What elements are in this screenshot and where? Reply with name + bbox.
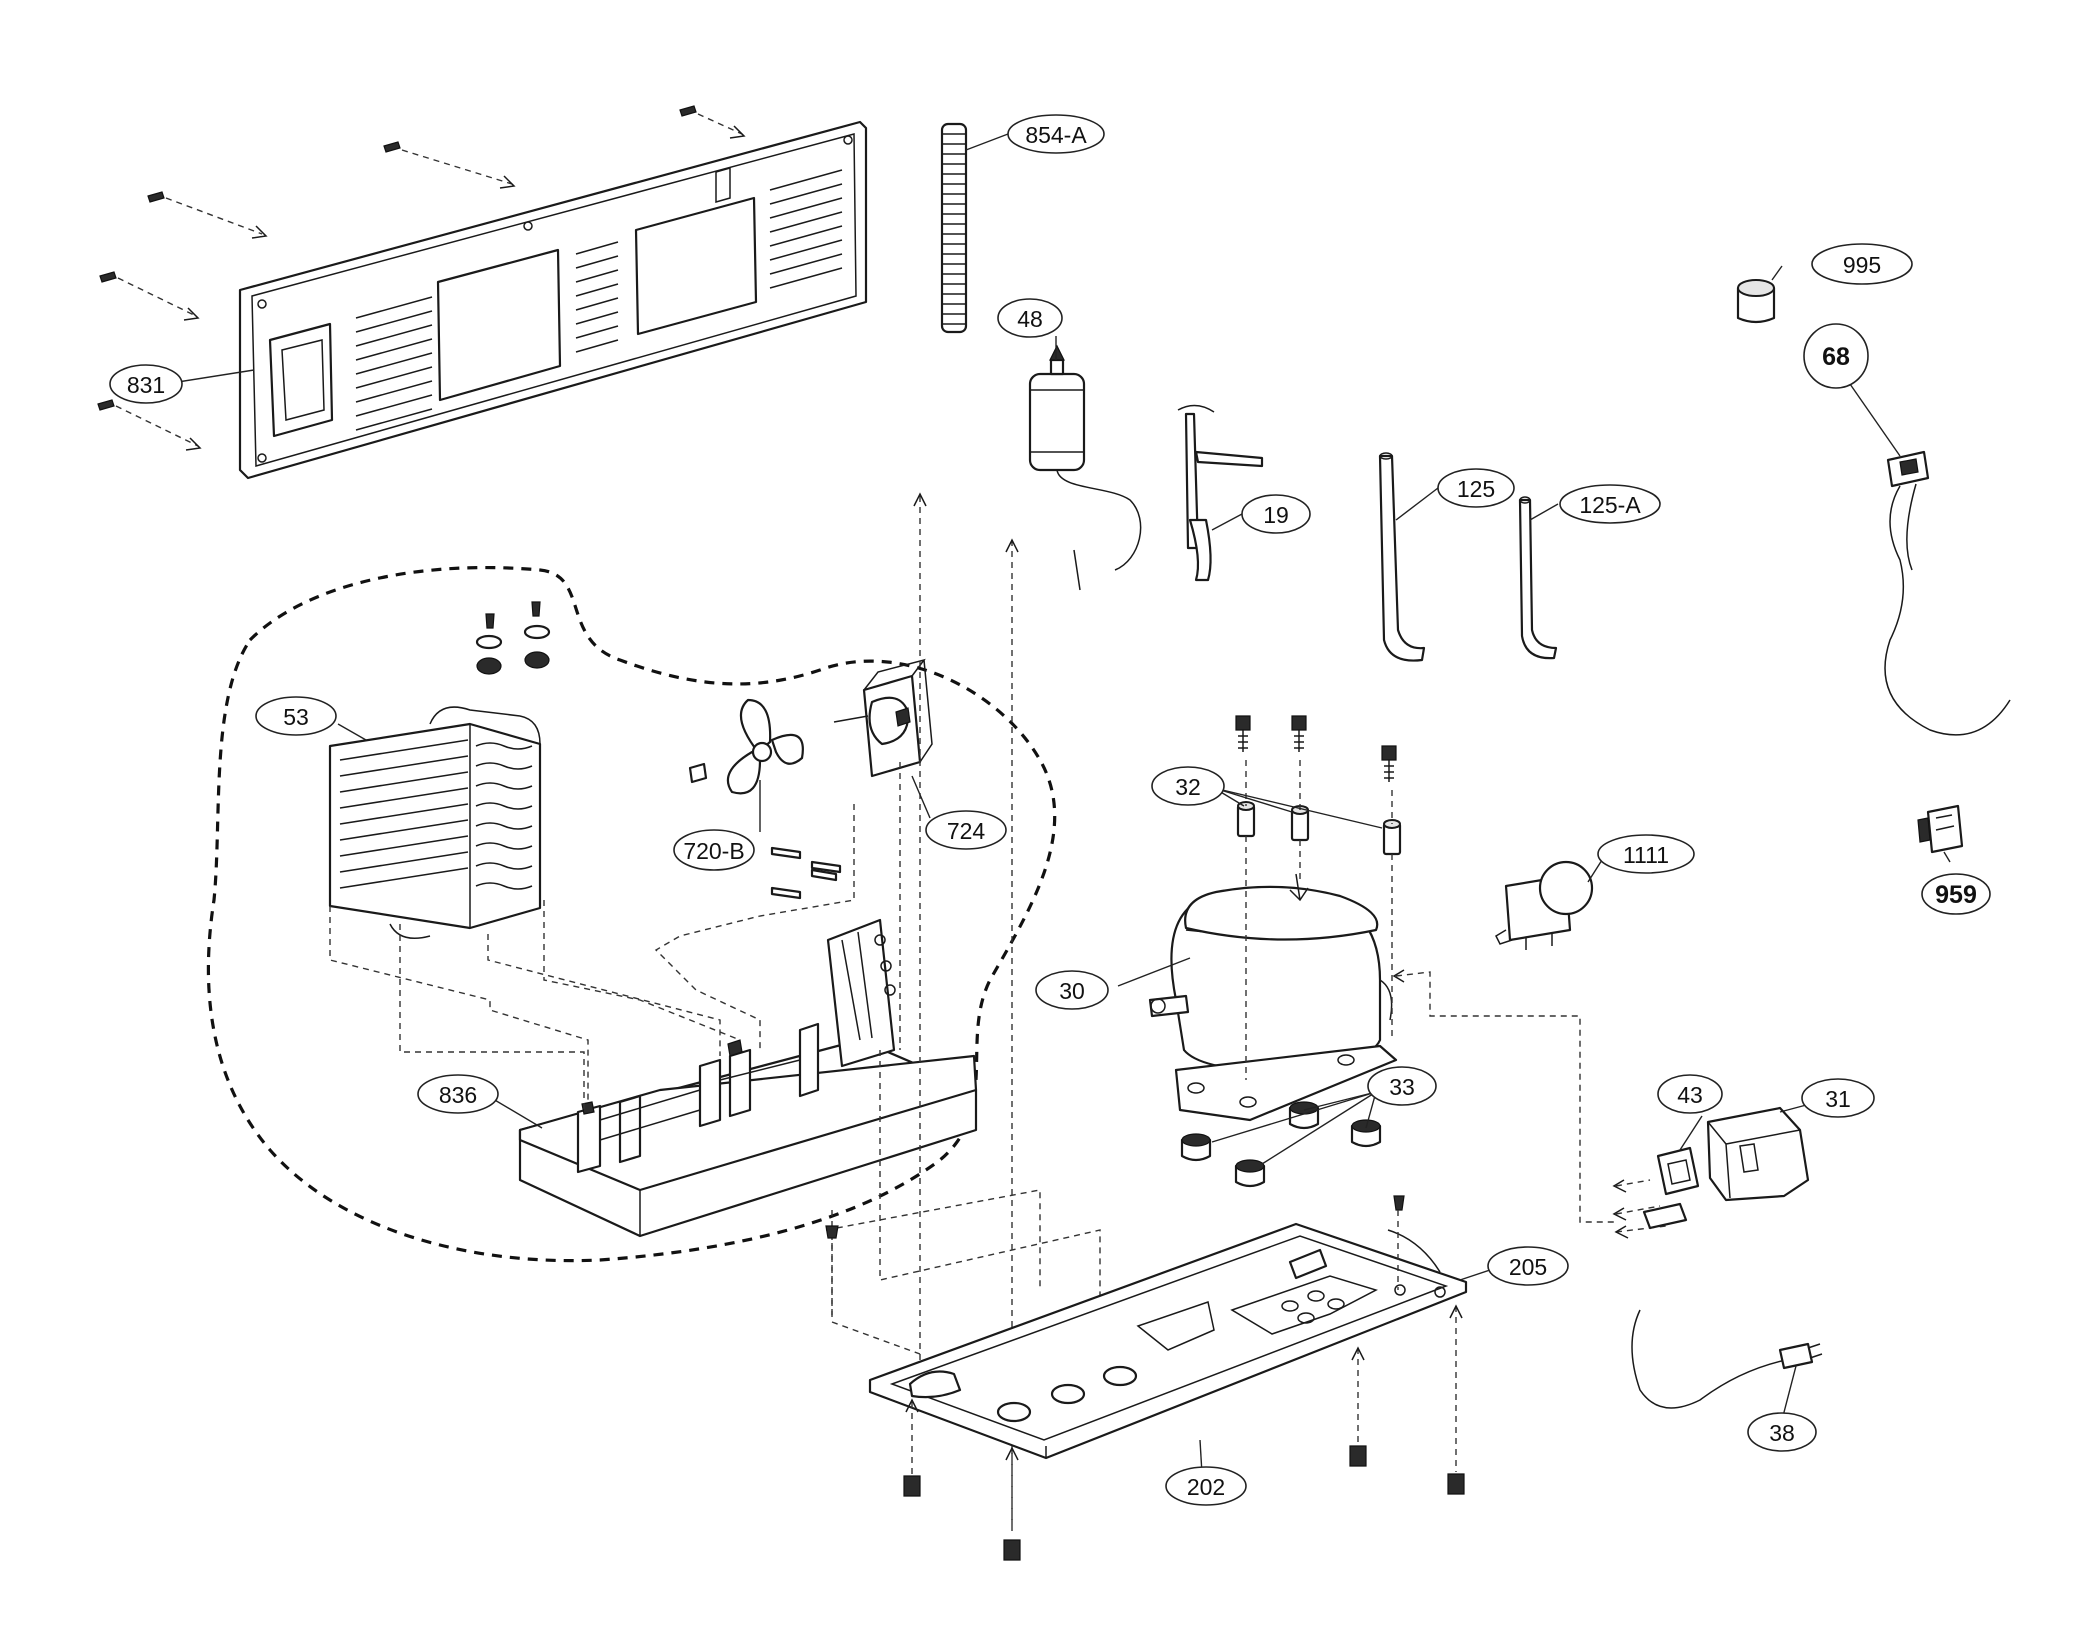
relay-959	[1917, 804, 1964, 854]
start-capacitor	[1028, 344, 1142, 591]
label-720-b: 720-B	[683, 838, 744, 864]
relay-guides	[1392, 969, 1667, 1239]
callout-43: 43	[1657, 1074, 1723, 1114]
leader-lines	[177, 133, 1951, 1475]
back-cover-panel	[238, 120, 868, 480]
label-995: 995	[1843, 252, 1881, 278]
callout-125-a: 125-A	[1559, 484, 1661, 524]
callout-53: 53	[255, 696, 337, 736]
label-202: 202	[1187, 1474, 1225, 1500]
starting-device	[1495, 860, 1594, 950]
vent-slots	[355, 169, 843, 431]
callout-854-a: 854-A	[1007, 114, 1105, 154]
label-31: 31	[1825, 1086, 1851, 1112]
condenser-mounting-hardware	[475, 601, 551, 675]
panel-screws	[97, 105, 746, 451]
callout-68: 68	[1803, 323, 1869, 389]
drain-cap	[1736, 279, 1776, 324]
label-724: 724	[947, 818, 986, 844]
label-125-a: 125-A	[1579, 492, 1641, 518]
label-19: 19	[1263, 502, 1289, 528]
label-1111: 1111	[1623, 842, 1669, 868]
fan-screws	[770, 846, 842, 900]
label-33: 33	[1389, 1074, 1415, 1100]
filter-drier	[1177, 404, 1264, 582]
fan-motor	[833, 658, 933, 778]
label-30: 30	[1059, 978, 1085, 1004]
callout-33: 33	[1367, 1066, 1437, 1106]
base-plate	[868, 1222, 1468, 1460]
callout-1111: 1111	[1597, 834, 1695, 874]
callout-48: 48	[997, 298, 1063, 338]
label-854-a: 854-A	[1025, 122, 1087, 148]
compressor	[1148, 873, 1398, 1122]
label-43: 43	[1677, 1082, 1703, 1108]
condenser-assembly-outline	[206, 565, 1057, 1263]
callout-995: 995	[1811, 243, 1913, 285]
callout-202: 202	[1165, 1466, 1247, 1506]
callout-38: 38	[1747, 1412, 1817, 1452]
label-836: 836	[439, 1082, 477, 1108]
label-53: 53	[283, 704, 309, 730]
switch-harness	[1884, 450, 2011, 736]
compressor-bolts	[1235, 715, 1397, 782]
condenser-fins	[339, 739, 533, 890]
relay-cover	[1706, 1106, 1810, 1202]
tube-125	[1378, 452, 1426, 662]
callout-31: 31	[1801, 1078, 1875, 1118]
callout-30: 30	[1035, 970, 1109, 1010]
label-205: 205	[1509, 1254, 1547, 1280]
power-cord	[1631, 1309, 1823, 1409]
callout-959: 959	[1921, 873, 1991, 915]
label-68: 68	[1822, 343, 1850, 371]
drain-hose	[940, 122, 968, 334]
callout-720-b: 720-B	[673, 829, 755, 871]
label-32: 32	[1175, 774, 1201, 800]
condenser-guides	[329, 762, 901, 1110]
label-831: 831	[127, 372, 165, 398]
callout-836: 836	[417, 1074, 499, 1114]
callout-724: 724	[925, 810, 1007, 850]
fan-blade	[688, 698, 804, 795]
callout-32: 32	[1151, 766, 1225, 806]
label-959: 959	[1935, 881, 1977, 909]
label-125: 125	[1457, 476, 1495, 502]
base-pan-836	[518, 918, 978, 1238]
label-38: 38	[1769, 1420, 1795, 1446]
tube-125-a	[1518, 496, 1558, 660]
label-48: 48	[1017, 306, 1043, 332]
condenser-coil	[328, 706, 542, 939]
callout-125: 125	[1437, 468, 1515, 508]
compressor-spacers	[1236, 760, 1402, 1080]
callout-205: 205	[1487, 1246, 1569, 1286]
callout-19: 19	[1241, 494, 1311, 534]
base-bolts	[825, 1195, 1465, 1561]
overload-protector	[1642, 1146, 1700, 1230]
callout-831: 831	[109, 364, 183, 404]
